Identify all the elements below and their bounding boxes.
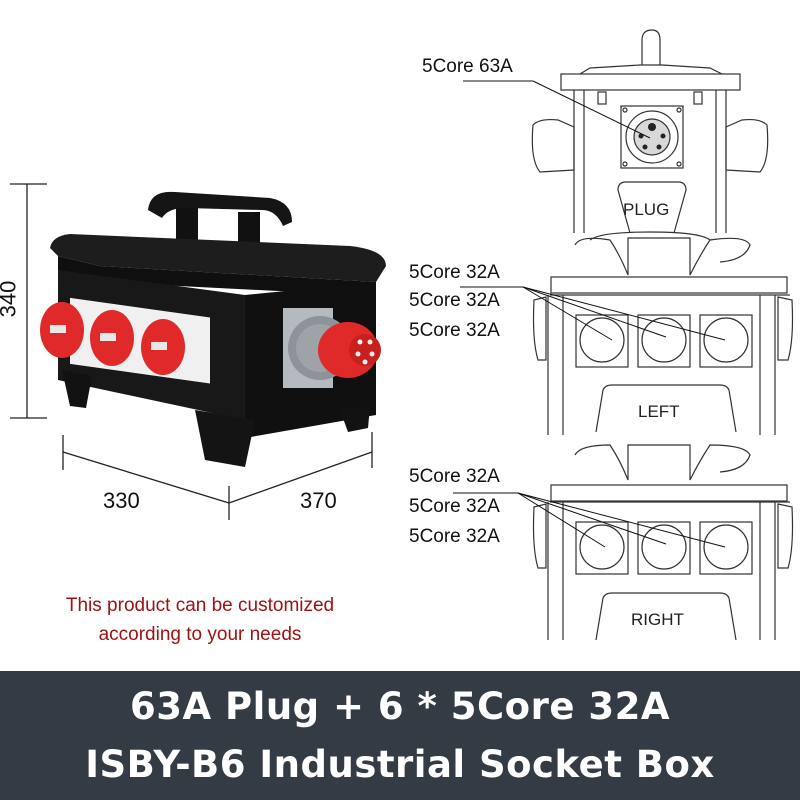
diagram-left-view: 5Core 32A 5Core 32A 5Core 32A LEFT (400, 237, 800, 440)
customization-note: This product can be customized according… (0, 591, 400, 649)
customization-note-line-1: This product can be customized (65, 595, 335, 616)
socket-box-photo (40, 191, 386, 467)
right-view-drawing (453, 444, 794, 641)
banner-title-line-2: ISBY-B6 Industrial Socket Box (85, 743, 715, 786)
callout-plug-63a: 5Core 63A (422, 56, 513, 77)
callout-right-32a-2: 5Core 32A (409, 496, 500, 517)
socket-32a-3 (141, 319, 185, 375)
view-label-left: LEFT (638, 402, 680, 421)
view-label-plug: PLUG (623, 200, 670, 219)
diagram-plug-view: 5Core 63A PLUG (400, 0, 800, 241)
left-view-drawing (460, 237, 794, 435)
callout-left-32a-1: 5Core 32A (409, 262, 500, 283)
view-label-right: RIGHT (631, 610, 684, 629)
callout-left-32a-3: 5Core 32A (409, 320, 500, 341)
product-photo-area: 340 330 370 (0, 170, 400, 520)
dimension-width-label: 330 (103, 488, 140, 513)
dimension-lines (10, 183, 373, 520)
dimension-depth-label: 370 (300, 488, 337, 513)
diagram-right-view: 5Core 32A 5Core 32A 5Core 32A RIGHT (400, 440, 800, 670)
plug-63a (283, 308, 381, 388)
callout-left-32a-2: 5Core 32A (409, 290, 500, 311)
callout-right-32a-1: 5Core 32A (409, 466, 500, 487)
socket-32a-2 (90, 310, 134, 366)
dimension-height-label: 340 (0, 280, 21, 318)
customization-note-line-2: according to your needs (98, 624, 302, 645)
socket-32a-1 (40, 302, 84, 358)
plug-view-drawing (463, 29, 769, 241)
callout-right-32a-3: 5Core 32A (409, 526, 500, 547)
title-banner: 63A Plug + 6 * 5Core 32A ISBY-B6 Industr… (0, 671, 800, 800)
banner-title-line-1: 63A Plug + 6 * 5Core 32A (130, 685, 670, 728)
